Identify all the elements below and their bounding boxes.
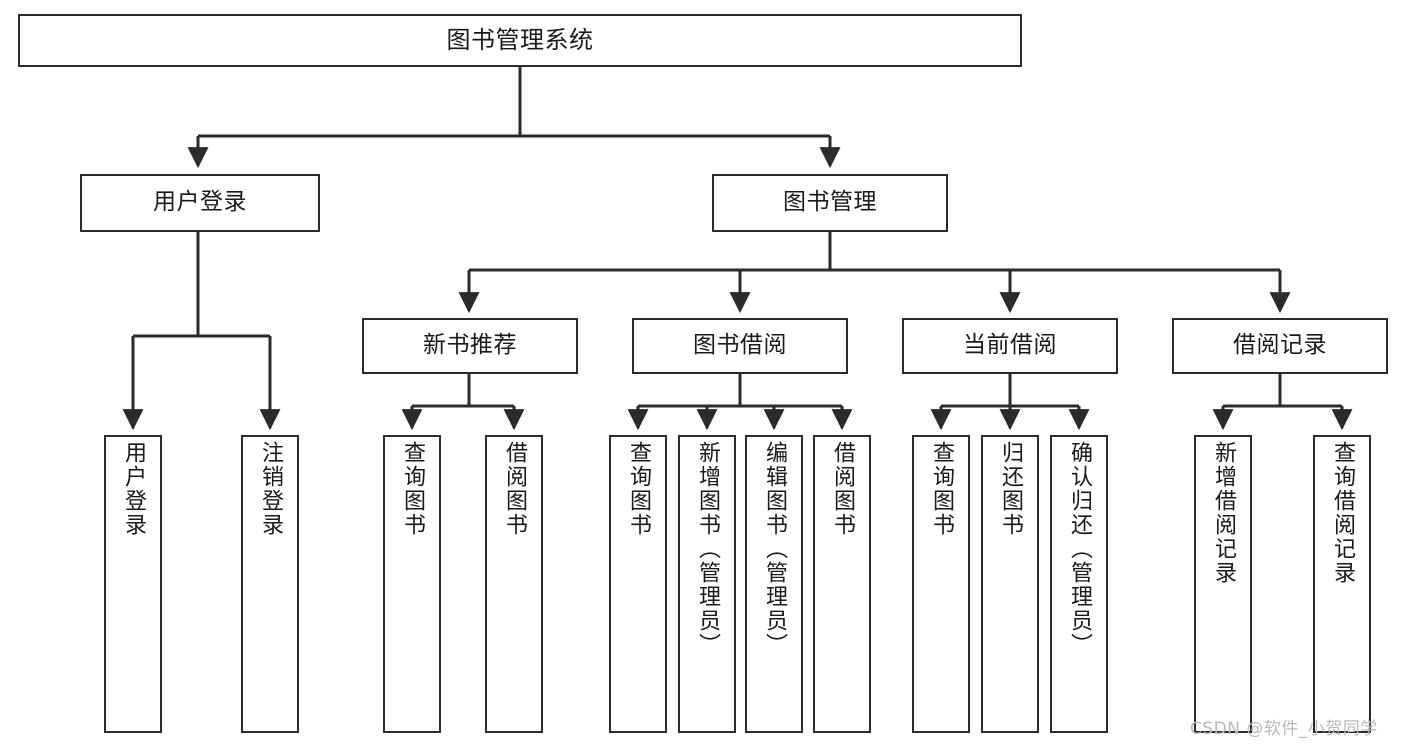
- node-user-login[interactable]: 用户登录: [80, 174, 320, 232]
- node-root[interactable]: 图书管理系统: [18, 14, 1022, 67]
- node-leaf-add-record-label: 新增借阅记录: [1211, 441, 1236, 585]
- node-leaf-add-record[interactable]: 新增借阅记录: [1194, 435, 1252, 733]
- node-leaf-add-book-label: 新增图书（管理员）: [695, 441, 720, 657]
- node-leaf-query-book-3-label: 查询图书: [929, 441, 954, 537]
- node-book-manage[interactable]: 图书管理: [712, 174, 948, 232]
- node-leaf-query-record-label: 查询借阅记录: [1330, 441, 1355, 585]
- node-leaf-user-logout[interactable]: 注销登录: [241, 435, 299, 733]
- node-leaf-borrow-book-1-label: 借阅图书: [502, 441, 527, 537]
- node-leaf-query-book-2[interactable]: 查询图书: [609, 435, 667, 733]
- node-leaf-query-book-1[interactable]: 查询图书: [383, 435, 441, 733]
- node-new-book-recommend[interactable]: 新书推荐: [362, 318, 578, 374]
- node-root-label: 图书管理系统: [446, 26, 594, 55]
- node-leaf-confirm-return-label: 确认归还（管理员）: [1067, 441, 1092, 657]
- node-leaf-borrow-book-1[interactable]: 借阅图书: [485, 435, 543, 733]
- node-leaf-query-record[interactable]: 查询借阅记录: [1313, 435, 1371, 733]
- node-borrow-record-label: 借阅记录: [1233, 332, 1327, 359]
- node-leaf-query-book-2-label: 查询图书: [626, 441, 651, 537]
- node-leaf-query-book-3[interactable]: 查询图书: [912, 435, 970, 733]
- node-leaf-confirm-return[interactable]: 确认归还（管理员）: [1050, 435, 1108, 733]
- node-leaf-edit-book[interactable]: 编辑图书（管理员）: [745, 435, 803, 733]
- node-book-manage-label: 图书管理: [783, 189, 877, 216]
- node-user-login-label: 用户登录: [153, 189, 247, 216]
- node-leaf-user-login-label: 用户登录: [121, 441, 146, 537]
- node-leaf-user-login[interactable]: 用户登录: [104, 435, 162, 733]
- node-leaf-borrow-book-2-label: 借阅图书: [830, 441, 855, 537]
- node-leaf-return-book-label: 归还图书: [998, 441, 1023, 537]
- node-book-borrow-label: 图书借阅: [693, 332, 787, 359]
- node-leaf-return-book[interactable]: 归还图书: [981, 435, 1039, 733]
- node-new-book-recommend-label: 新书推荐: [423, 332, 517, 359]
- node-leaf-user-logout-label: 注销登录: [258, 441, 283, 537]
- node-leaf-query-book-1-label: 查询图书: [400, 441, 425, 537]
- node-leaf-borrow-book-2[interactable]: 借阅图书: [813, 435, 871, 733]
- node-book-borrow[interactable]: 图书借阅: [632, 318, 848, 374]
- node-current-borrow[interactable]: 当前借阅: [902, 318, 1118, 374]
- csdn-watermark: CSDN @软件_小贺同学: [1190, 719, 1378, 739]
- node-leaf-edit-book-label: 编辑图书（管理员）: [762, 441, 787, 657]
- node-borrow-record[interactable]: 借阅记录: [1172, 318, 1388, 374]
- node-leaf-add-book[interactable]: 新增图书（管理员）: [678, 435, 736, 733]
- node-current-borrow-label: 当前借阅: [963, 332, 1057, 359]
